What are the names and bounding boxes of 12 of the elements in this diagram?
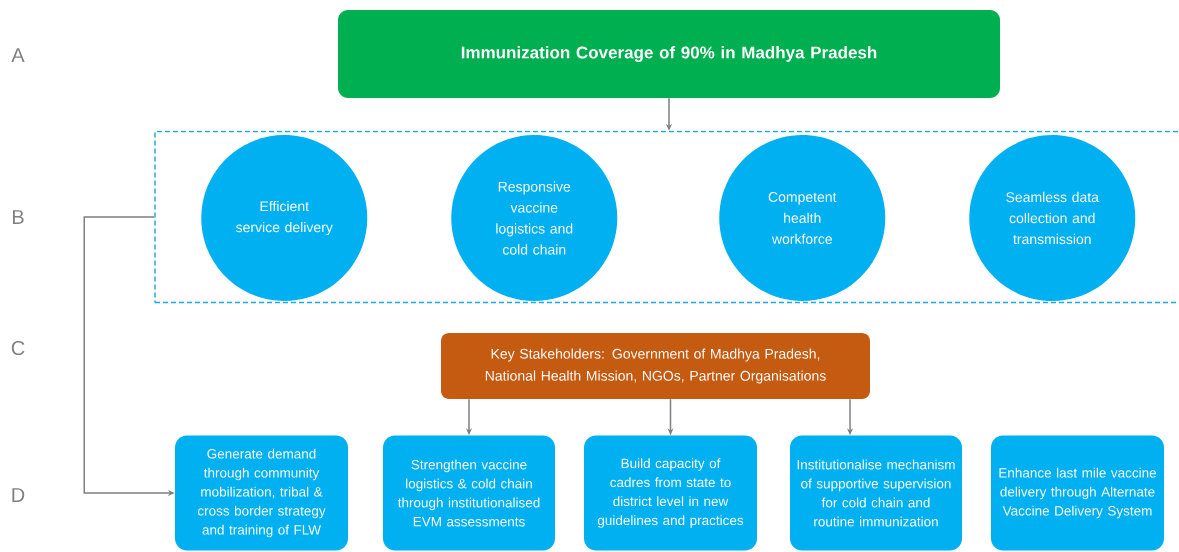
- row-letter: D: [12, 488, 25, 502]
- strategy-box: Generate demand through community mobilization, tribal & cross border strategy and training of FLW: [175, 435, 348, 551]
- row-letter: A: [11, 48, 25, 62]
- dashed-band: [154, 130, 1179, 304]
- row-letter: C: [11, 340, 25, 356]
- strategy-box: Build capacity of cadres from state to district level in new guidelines and practices: [584, 435, 757, 551]
- strategy-box: Enhance last mile vaccine delivery through Alternate Vaccine Delivery System: [991, 435, 1164, 551]
- strategy-box: Institutionalise mechanism of supportive supervision for cold chain and routine immunization: [790, 435, 962, 551]
- stakeholder-box: Key Stakeholders: Government of Madhya Pradesh, National Health Mission, NGOs, Partner Organisations: [441, 333, 870, 399]
- row-letter: B: [13, 210, 24, 224]
- goal-box: Immunization Coverage of 90% in Madhya Pradesh: [338, 10, 1000, 98]
- strategy-box: Strengthen vaccine logistics & cold chain through institutionalised EVM assessments: [383, 435, 555, 551]
